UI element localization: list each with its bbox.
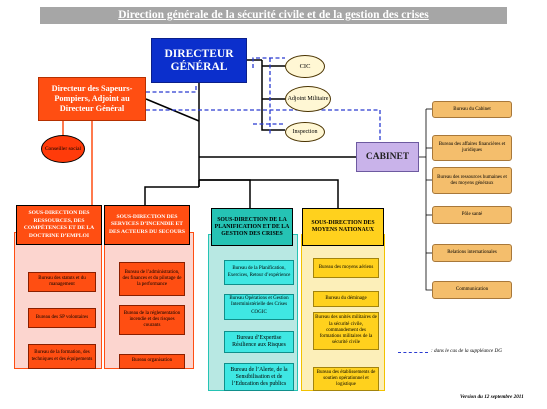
- sous-direction-header[interactable]: SOUS-DIRECTION DE LA PLANIFICATION ET DE…: [211, 208, 293, 246]
- bureau-box[interactable]: Bureau de l’Alerte, de la Sensibilisatio…: [224, 363, 294, 391]
- adjoint-militaire-oval[interactable]: Adjoint Militaire: [285, 86, 331, 112]
- cic-oval[interactable]: CIC: [285, 55, 325, 78]
- cabinet-box[interactable]: CABINET: [356, 142, 419, 172]
- bureau-box[interactable]: Bureau des unités militaires de la sécur…: [313, 312, 379, 350]
- cabinet-bureau-item[interactable]: Bureau des ressources humaines et des mo…: [432, 167, 512, 194]
- cabinet-bureau-item[interactable]: Communication: [432, 281, 512, 299]
- conseiller-social-oval[interactable]: Conseiller social: [41, 135, 85, 163]
- bureau-box[interactable]: Bureau organisation: [119, 354, 185, 369]
- bureau-box[interactable]: Bureau Opérations et Gestion Interminist…: [224, 294, 294, 320]
- bureau-box[interactable]: Bureau des moyens aériens: [313, 258, 379, 278]
- sous-direction-panel: [104, 232, 194, 369]
- version-note: Version du 12 septembre 2011: [460, 394, 524, 400]
- sous-direction-header[interactable]: SOUS-DIRECTION DES SERVICES D’INCENDIE E…: [104, 205, 190, 245]
- legend-text: : dans le cas de la suppléance DG: [431, 348, 503, 354]
- bureau-box[interactable]: Bureau de la Planification, Exercices, R…: [224, 260, 294, 285]
- bureau-sublabel: COGIC: [251, 310, 267, 316]
- bureau-box[interactable]: Bureau des établissements de soutien opé…: [313, 367, 379, 391]
- directeur-general-box[interactable]: DIRECTEUR GÉNÉRAL: [151, 38, 247, 83]
- bureau-box[interactable]: Bureau des SP volontaires: [28, 308, 96, 328]
- inspection-oval[interactable]: Inspection: [285, 122, 325, 142]
- bureau-box[interactable]: Bureau des statuts et du management: [28, 272, 96, 292]
- bureau-box[interactable]: Bureau de la formation, des techniques e…: [28, 344, 96, 369]
- bureau-label: Bureau Opérations et Gestion Interminist…: [229, 296, 289, 308]
- cabinet-bureau-item[interactable]: Relations internationales: [432, 244, 512, 262]
- cabinet-bureau-item[interactable]: Pôle santé: [432, 206, 512, 224]
- sous-direction-header[interactable]: SOUS-DIRECTION DES MOYENS NATIONAUX: [302, 208, 384, 246]
- cabinet-bureau-item[interactable]: Bureau du Cabinet: [432, 101, 512, 118]
- bureau-box[interactable]: Bureau de la réglementation incendie et …: [119, 305, 185, 335]
- bureau-box[interactable]: Bureau du déminage: [313, 291, 379, 307]
- sous-direction-header[interactable]: SOUS-DIRECTION DES RESSOURCES, DES COMPÉ…: [16, 205, 102, 245]
- bureau-box[interactable]: Bureau d’Expertise Résilience aux Risque…: [224, 331, 294, 353]
- cabinet-bureau-item[interactable]: Bureau des affaires financières et jurid…: [432, 135, 512, 161]
- page-title: Direction générale de la sécurité civile…: [40, 7, 507, 24]
- adjoint-directeur-box[interactable]: Directeur des Sapeurs-Pompiers, Adjoint …: [38, 77, 146, 121]
- legend-dashed-line: [398, 352, 428, 353]
- bureau-box[interactable]: Bureau de l’administration, des finances…: [119, 262, 185, 296]
